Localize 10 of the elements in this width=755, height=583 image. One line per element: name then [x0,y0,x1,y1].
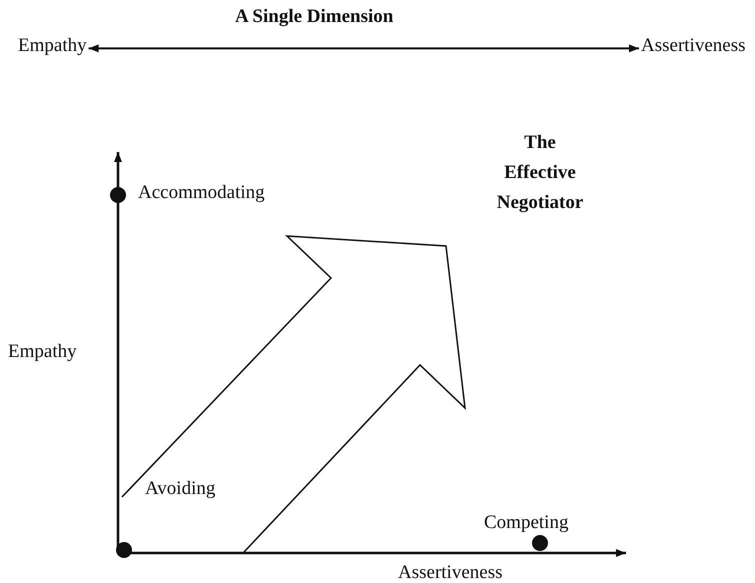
callout-label: The Effective Negotiator [496,131,584,215]
double-arrow [88,44,639,52]
axis-label: Empathy [8,341,77,364]
dimension-end-label: Empathy [18,35,87,58]
axis-label: Assertiveness [398,562,502,583]
point-label: Accommodating [138,182,265,205]
dimension-end-label: Assertiveness [641,35,746,58]
point-label: Avoiding [145,478,216,501]
point-label: Competing [484,512,568,535]
title: A Single Dimension [235,6,394,29]
